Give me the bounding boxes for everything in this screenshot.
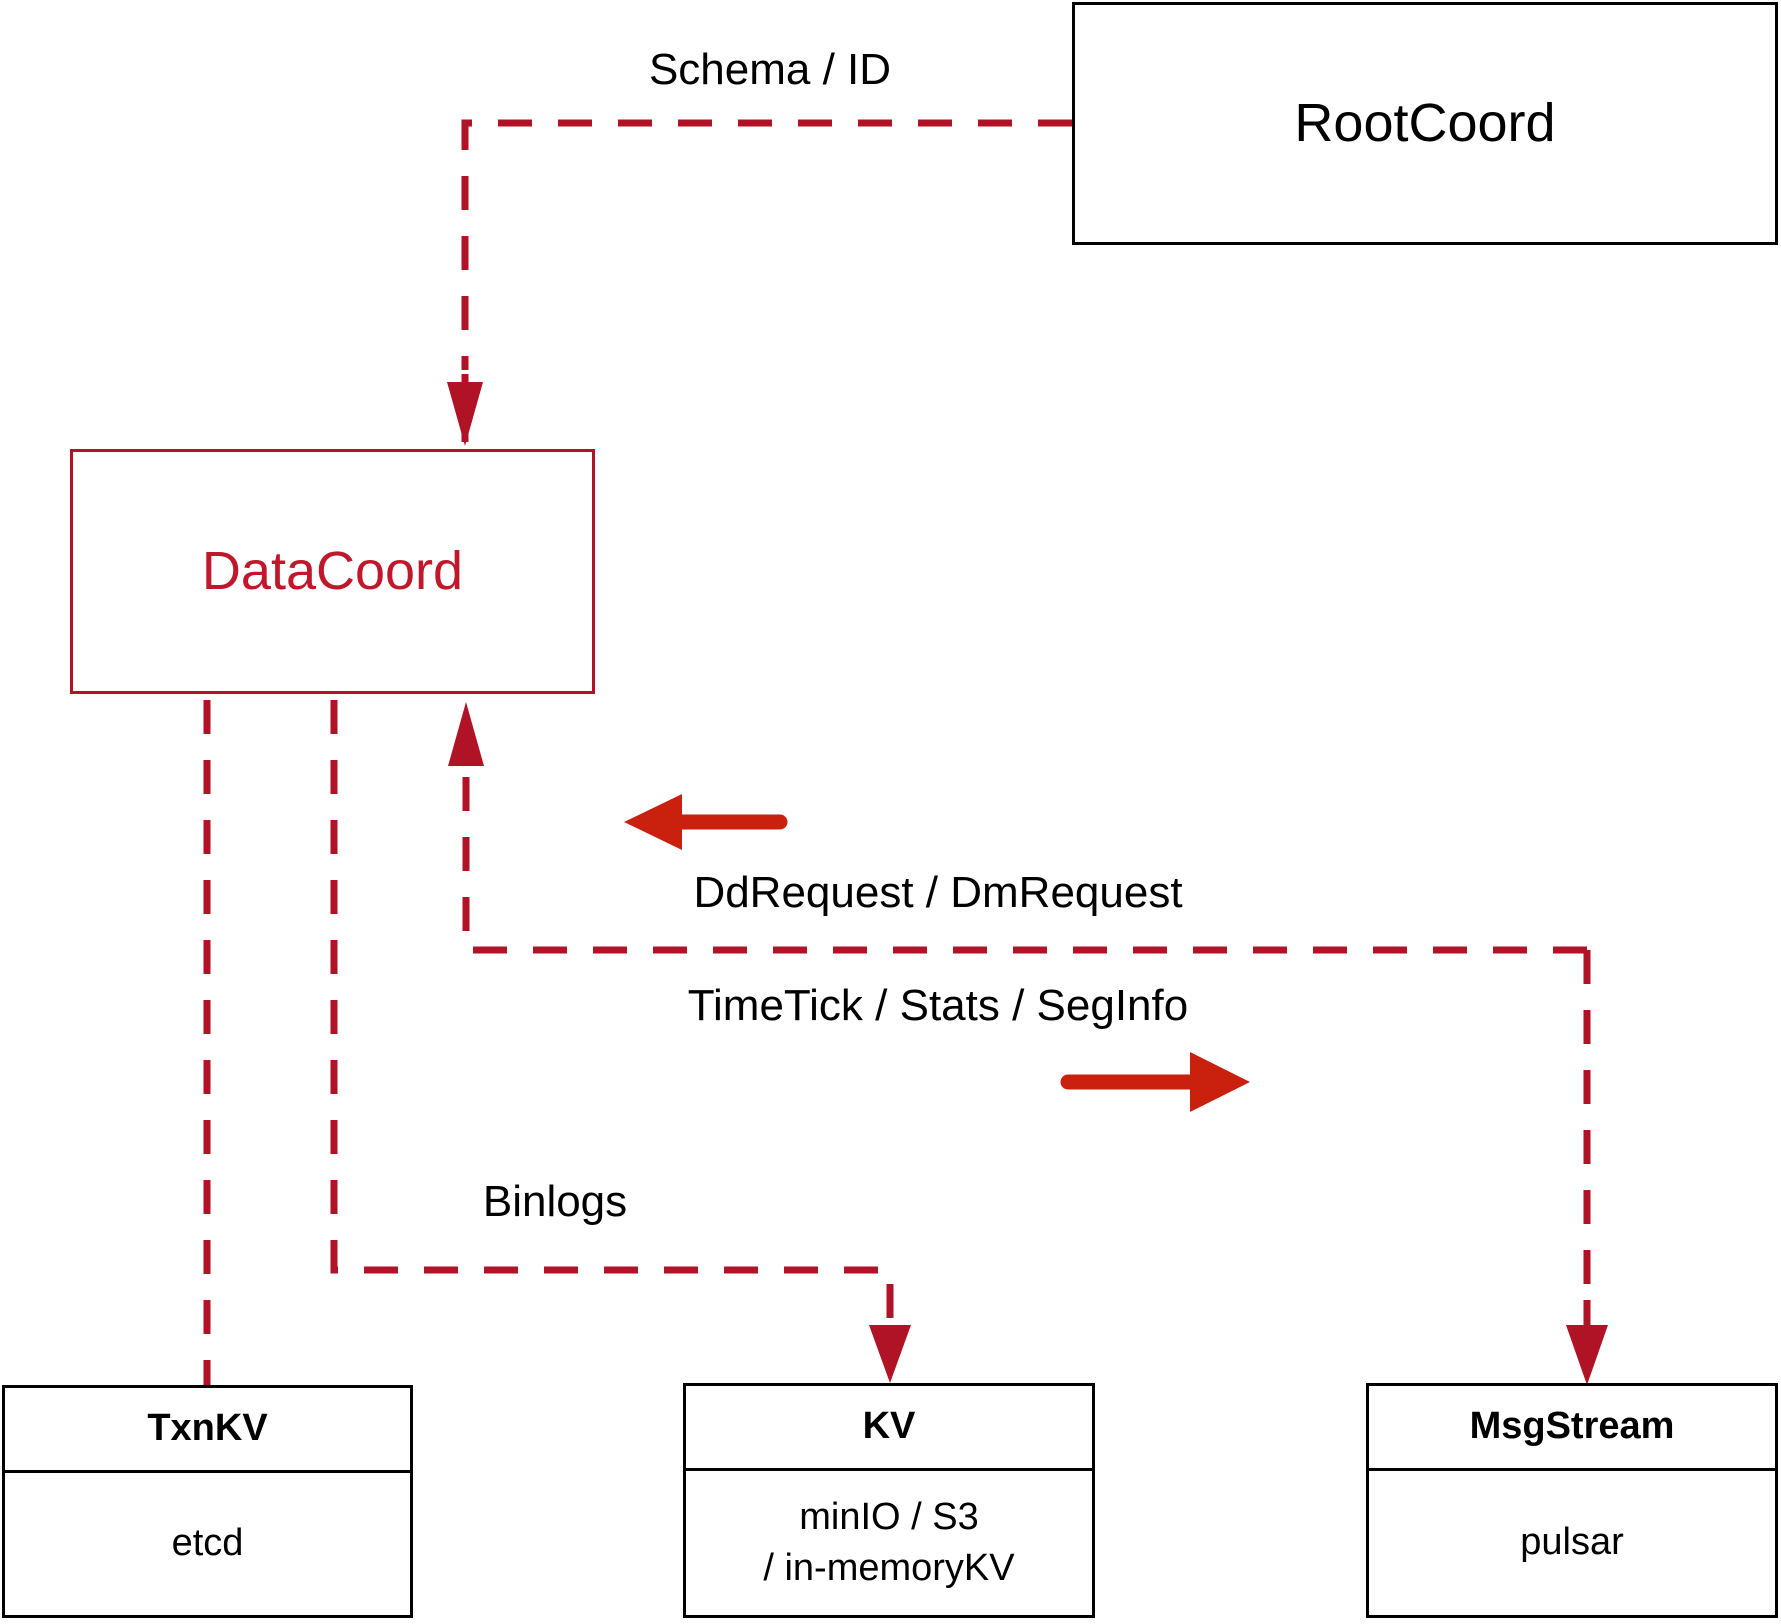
node-msgstream[interactable]: MsgStream pulsar [1366, 1383, 1778, 1618]
node-kv-header: KV [686, 1386, 1092, 1471]
node-txnkv-header-label: TxnKV [147, 1407, 268, 1450]
node-kv-body: minIO / S3 / in-memoryKV [686, 1471, 1092, 1615]
node-kv-body-line-2: / in-memoryKV [763, 1547, 1015, 1589]
node-msgstream-body-line: pulsar [1520, 1521, 1624, 1564]
node-txnkv-body: etcd [5, 1473, 410, 1615]
node-rootcoord[interactable]: RootCoord [1072, 2, 1778, 245]
node-txnkv-header: TxnKV [5, 1388, 410, 1473]
edge-label-dd-dm-request: DdRequest / DmRequest [693, 868, 1183, 917]
edge-rootcoord-to-datacoord [447, 119, 1072, 446]
edge-label-timetick-stats-seginfo: TimeTick / Stats / SegInfo [687, 981, 1189, 1030]
node-kv-body-line-1: minIO / S3 [799, 1495, 979, 1538]
node-msgstream-body: pulsar [1369, 1471, 1775, 1615]
edge-datacoord-to-kv [330, 700, 911, 1383]
edge-label-schema-id: Schema / ID [648, 45, 892, 94]
node-datacoord-label: DataCoord [201, 540, 464, 601]
node-msgstream-header-label: MsgStream [1469, 1405, 1675, 1448]
node-datacoord[interactable]: DataCoord [70, 449, 595, 694]
node-kv[interactable]: KV minIO / S3 / in-memoryKV [683, 1383, 1095, 1618]
edge-datacoord-to-msgstream [1566, 950, 1608, 1385]
inbound-direction-arrow-icon [624, 794, 788, 850]
node-msgstream-header: MsgStream [1369, 1386, 1775, 1471]
node-txnkv-body-line: etcd [171, 1522, 244, 1565]
node-rootcoord-label: RootCoord [1294, 92, 1556, 153]
outbound-direction-arrow-icon [1060, 1052, 1250, 1112]
edge-label-binlogs: Binlogs [482, 1177, 628, 1226]
node-txnkv[interactable]: TxnKV etcd [2, 1385, 413, 1618]
node-kv-header-label: KV [862, 1405, 916, 1448]
